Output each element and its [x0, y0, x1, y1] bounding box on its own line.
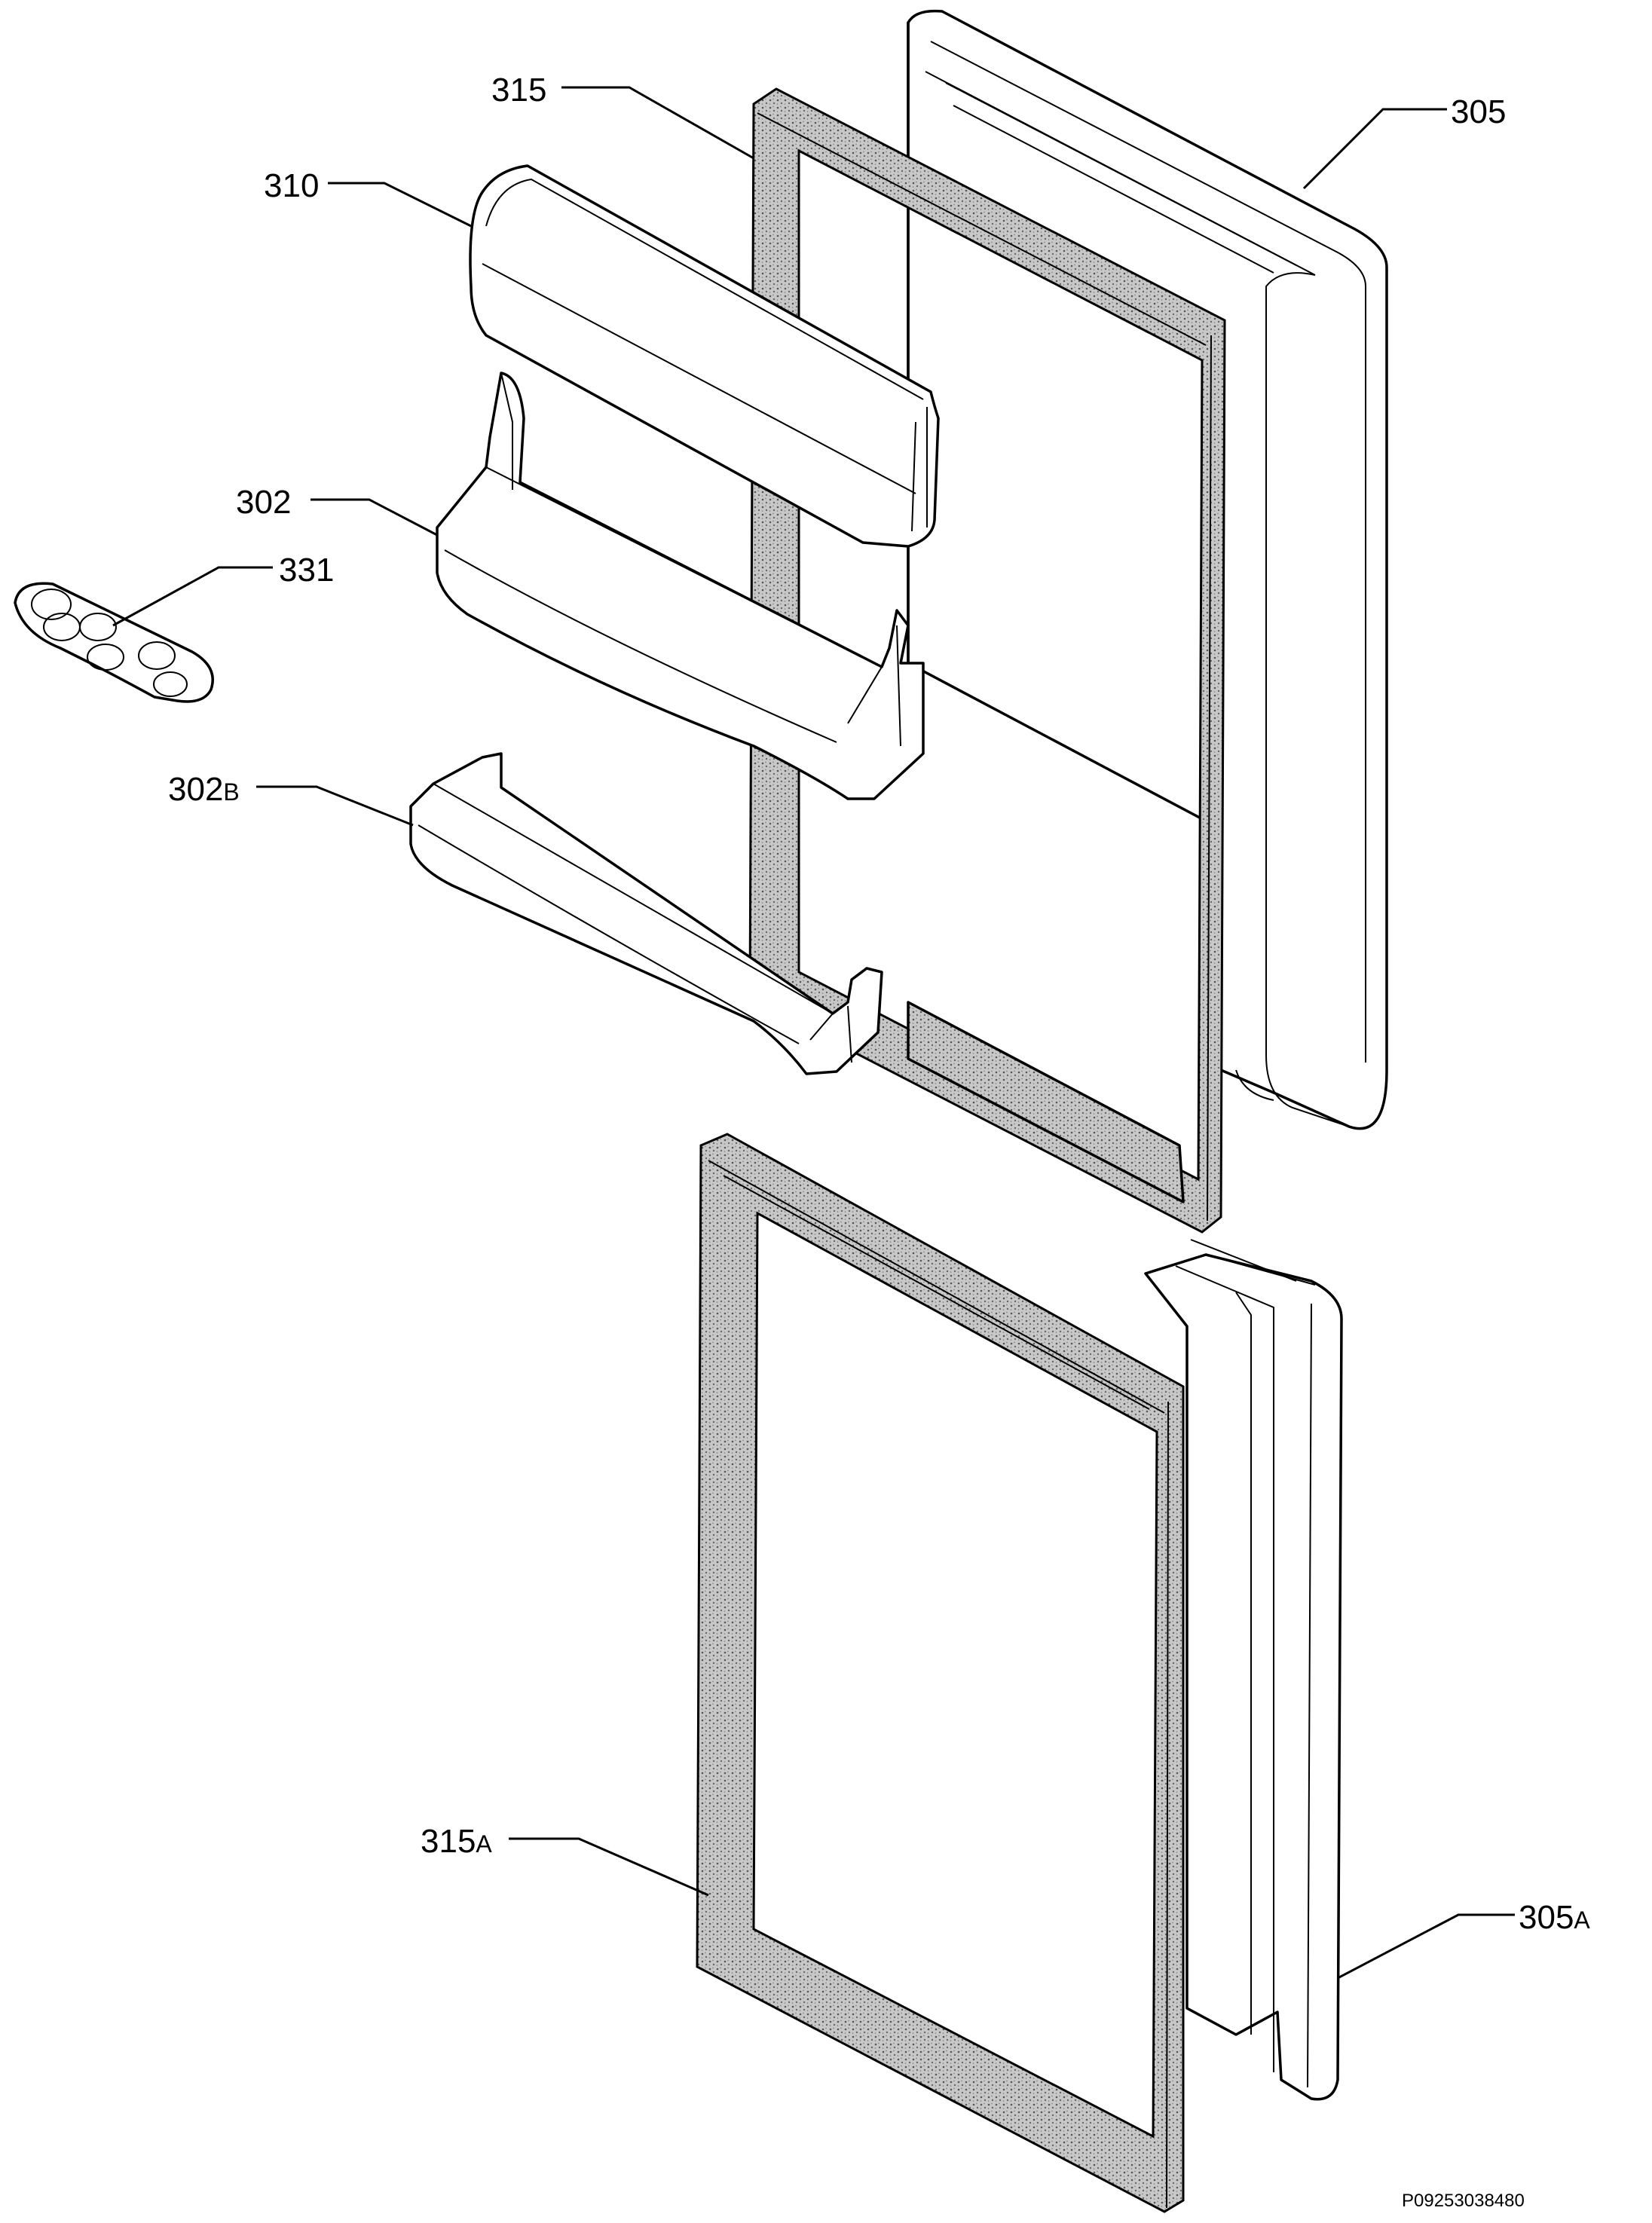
leader-331	[112, 566, 273, 627]
lower-door-panel	[1144, 1239, 1343, 2101]
label-302b: 302B	[168, 771, 240, 808]
label-310: 310	[264, 167, 319, 204]
label-305a: 305A	[1519, 1899, 1590, 1936]
upper-door-panel	[907, 9, 1388, 1130]
leader-305a	[1337, 1913, 1515, 1980]
drawing-code: P09253038480	[1402, 2191, 1525, 2211]
leader-310	[328, 182, 472, 228]
label-315a: 315A	[421, 1823, 492, 1860]
leader-lines	[112, 86, 1515, 1980]
leader-315a	[509, 1837, 709, 1897]
label-315: 315	[491, 72, 546, 109]
door-shelf-b	[409, 752, 883, 1075]
dairy-cover	[469, 164, 940, 548]
egg-tray	[14, 582, 214, 703]
label-302: 302	[236, 484, 291, 521]
leader-302	[311, 498, 438, 537]
lower-gasket	[696, 1133, 1185, 2213]
leader-305	[1302, 108, 1447, 190]
upper-gasket	[748, 87, 1226, 1234]
label-331: 331	[279, 552, 334, 589]
door-shelf	[436, 372, 925, 800]
leader-315	[561, 86, 754, 160]
leader-302b	[256, 785, 414, 827]
label-305: 305	[1451, 93, 1506, 130]
